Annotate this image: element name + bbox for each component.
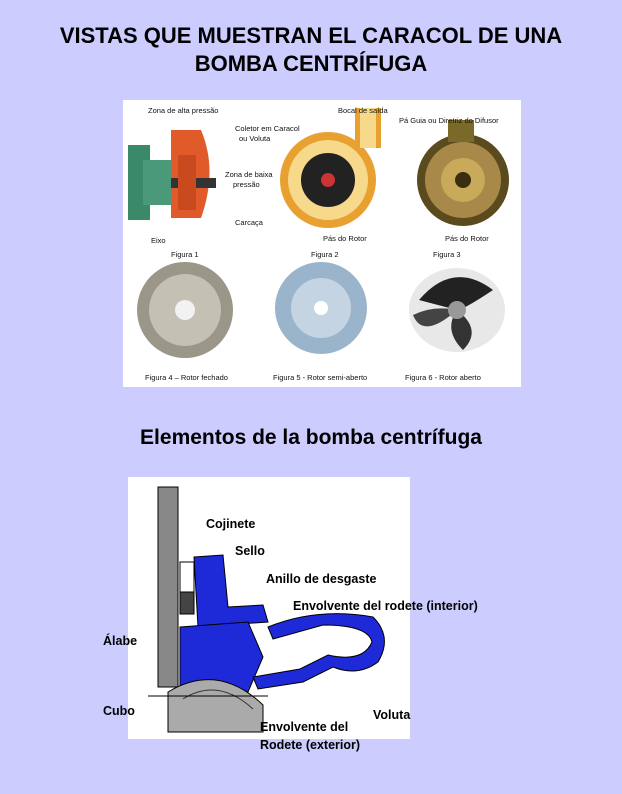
label-figura-4: Figura 4 – Rotor fechado: [145, 373, 228, 382]
label-zona-baixa: Zona de baixa: [225, 170, 273, 179]
label-zona-baixa-2: pressão: [233, 180, 260, 189]
label-figura-2: Figura 2: [311, 250, 339, 259]
label-eixo: Eixo: [151, 236, 166, 245]
label-pas-rotor: Pás do Rotor: [323, 234, 367, 243]
title-line-1: VISTAS QUE MUESTRAN EL CARACOL DE UNA: [59, 23, 563, 48]
label-envolvente-exterior-2: Rodete (exterior): [260, 738, 361, 752]
page-title: VISTAS QUE MUESTRAN EL CARACOL DE UNA BO…: [0, 22, 622, 78]
label-anillo: Anillo de desgaste: [266, 572, 377, 586]
label-pa-guia: Pá Guia ou Diretriz do Difusor: [399, 116, 499, 125]
label-cojinete: Cojinete: [206, 517, 256, 531]
label-zona-alta: Zona de alta pressão: [148, 106, 219, 115]
pump-photos-illustration: [128, 108, 509, 358]
title-line-2: BOMBA CENTRÍFUGA: [194, 51, 428, 76]
label-alabe: Álabe: [103, 634, 138, 648]
label-envolvente-interior: Envolvente del rodete (interior): [293, 599, 478, 613]
pump-cross-section-diagram: [128, 477, 410, 739]
label-coletor: Coletor em Caracol: [235, 124, 300, 133]
label-cubo: Cubo: [103, 704, 135, 718]
label-sello: Sello: [235, 544, 265, 558]
label-carcaca: Carcaça: [235, 218, 263, 227]
section-subtitle: Elementos de la bomba centrífuga: [140, 426, 482, 449]
pump-photos-panel: Zona de alta pressão Coletor em Caracol …: [123, 100, 521, 387]
label-envolvente-exterior-1: Envolvente del: [260, 720, 349, 734]
label-pas-rotor-2: Pás do Rotor: [445, 234, 489, 243]
label-figura-1: Figura 1: [171, 250, 199, 259]
label-bocal: Bocal de saída: [338, 106, 388, 115]
cross-section-illustration: [148, 486, 385, 733]
label-figura-5: Figura 5 - Rotor semi-aberto: [273, 373, 368, 382]
label-coletor-2: ou Voluta: [239, 134, 271, 143]
label-figura-3: Figura 3: [433, 250, 461, 259]
label-figura-6: Figura 6 - Rotor aberto: [405, 373, 481, 382]
label-voluta: Voluta: [373, 708, 411, 722]
